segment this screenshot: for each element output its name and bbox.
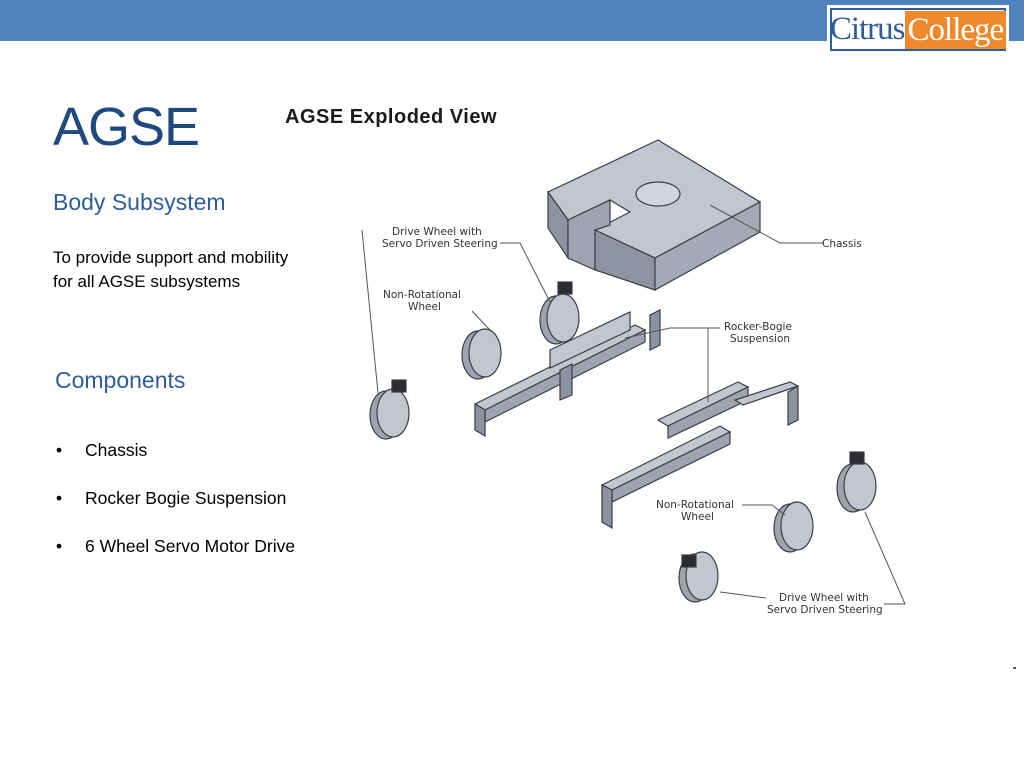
component-item: • Chassis — [56, 439, 295, 487]
leader-lines — [361, 204, 906, 605]
rocker-bogie-upper — [473, 309, 661, 438]
label-wheel-bottom: Wheel — [681, 511, 714, 523]
figure-title: AGSE Exploded View — [285, 106, 498, 128]
label-non-rotational-bottom: Non-Rotational — [656, 499, 734, 511]
label-drive-wheel-top-2: Servo Driven Steering — [382, 238, 498, 250]
rocker-bogie-lower — [600, 381, 800, 530]
label-drive-wheel-bottom: Drive Wheel with — [779, 592, 869, 604]
wheel-icon — [773, 501, 814, 553]
label-drive-wheel-top: Drive Wheel with — [392, 226, 482, 238]
component-item: • 6 Wheel Servo Motor Drive — [56, 535, 295, 583]
wheel-icon — [539, 281, 580, 345]
slide-title: AGSE — [53, 97, 200, 157]
component-item: • Rocker Bogie Suspension — [56, 487, 295, 535]
component-text: 6 Wheel Servo Motor Drive — [85, 536, 296, 556]
label-wheel-top: Wheel — [408, 301, 441, 313]
logo-text-college: College — [904, 10, 1007, 49]
bullet: • — [56, 488, 63, 508]
label-drive-wheel-bottom-2: Servo Driven Steering — [767, 604, 883, 616]
components-list: • Chassis • Rocker Bogie Suspension • 6 Whe… — [56, 439, 295, 583]
exploded-view-diagram: Drive Wheel with Servo Driven Steering C… — [361, 139, 906, 616]
wheel-icon — [836, 451, 877, 513]
label-suspension: Suspension — [730, 333, 790, 345]
chassis-part — [547, 139, 762, 292]
slide-description: To provide support and mobility for all … — [53, 248, 289, 291]
components-heading: Components — [55, 367, 186, 393]
logo-text-citrus: Citrus — [829, 11, 906, 47]
bullet: • — [56, 536, 63, 556]
label-non-rotational-top: Non-Rotational — [383, 289, 461, 301]
label-rocker-bogie: Rocker-Bogie — [724, 321, 792, 333]
wheel-icon — [461, 328, 502, 380]
component-text: Rocker Bogie Suspension — [85, 488, 287, 508]
label-chassis: Chassis — [822, 238, 862, 250]
bullet: • — [56, 440, 63, 460]
component-text: Chassis — [85, 440, 148, 460]
stray-mark — [1013, 667, 1016, 669]
wheel-icon — [678, 551, 719, 603]
slide-subtitle: Body Subsystem — [53, 189, 226, 215]
wheel-icon — [369, 379, 410, 440]
